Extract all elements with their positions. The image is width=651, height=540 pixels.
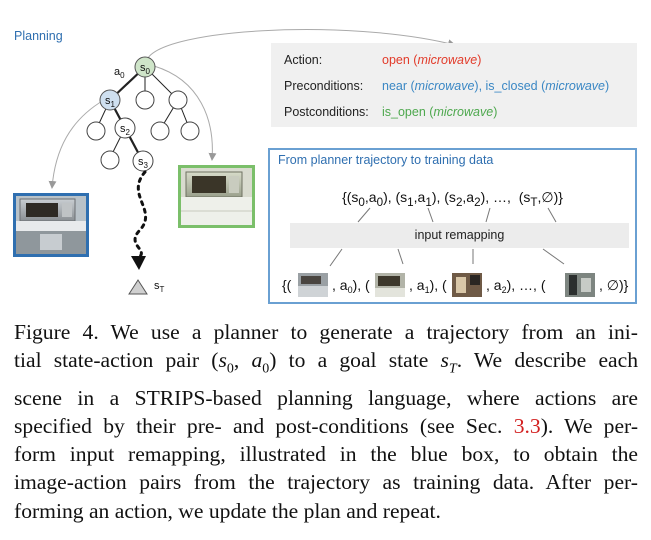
tree-edges [95,66,191,161]
remap-title: From planner trajectory to training data [278,153,494,167]
node [180,121,200,141]
thumb-1 [298,273,328,297]
action-row-value: open (microwave) [382,53,482,67]
goal-triangle-icon [128,279,148,295]
input-remapping-bar: input remapping [290,223,629,248]
scene-image-right [178,165,255,228]
section-ref-link[interactable]: 3.3 [513,413,541,438]
remap-box: From planner trajectory to training data… [268,148,637,304]
node-s3-label: s3 [138,156,149,170]
node-s2 [114,117,136,139]
node [168,90,188,110]
planning-label: Planning [14,29,63,43]
image-action-pairs: {( , a0), ( , a1), ( , a2), …, ( , ∅)} [282,273,629,297]
node-s2-label: s2 [120,123,131,137]
svg-text:{(: {( [282,277,292,293]
preconditions-row-value: near (microwave), is_closed (microwave) [382,79,610,93]
remap-arrows [329,207,565,267]
thumb-4 [565,273,595,297]
svg-text:, ∅)}: , ∅)} [599,277,629,293]
caption-line: forming an action, we update the plan an… [14,498,441,523]
node [86,121,106,141]
trajectory-tuple: {(s0,a0), (s1,a1), (s2,a2), …, (sT,∅)} [342,189,563,209]
arc-to-image-left [48,99,105,189]
node [100,150,120,170]
arc-to-action [145,29,456,64]
caption-line: scene in a STRIPS-based planning languag… [14,385,638,410]
thumb-3 [452,273,482,297]
arc-to-image-right [153,65,217,161]
node-s1-label: s1 [105,95,116,109]
goal-label: sT [154,280,165,294]
svg-text:, a1), (: , a1), ( [409,277,447,295]
svg-text:, a2), …, (: , a2), …, ( [486,277,546,295]
action-row-label: Action: [284,53,323,67]
node [135,90,155,110]
figure-graphic: Planning s0 s1 s2 [13,29,456,295]
caption-line: Figure 4. We use a planner to generate a… [14,320,638,344]
node-s1 [99,89,121,111]
scene-image-left [13,193,89,257]
caption-line: tial state-action pair (s0, a0) to a goa… [14,348,639,377]
figure: Planning s0 s1 s2 [13,29,637,304]
postconditions-row-label: Postconditions: [284,105,369,119]
caption-label: Figure 4. [14,320,99,344]
arrow-head-icon [131,256,146,270]
node-s0-label: s0 [140,62,151,76]
edge-label-a0: a0 [114,66,125,80]
svg-text:, a0), (: , a0), ( [332,277,370,295]
postconditions-row-value: is_open (microwave) [382,105,498,119]
thumb-2 [375,273,405,297]
node-s3 [132,150,154,172]
node [150,121,170,141]
dotted-path [133,170,148,260]
figure-caption: Figure 4. We use a planner to generate a… [14,318,638,525]
action-panel: Action: open (microwave) Preconditions: … [271,43,637,127]
caption-line: image-action pairs from the trajectory a… [14,470,638,495]
node-s0 [134,56,156,78]
caption-line: form input remapping, illustrated in the… [14,442,638,467]
caption-line: specified by their pre- and post-conditi… [14,413,639,438]
preconditions-row-label: Preconditions: [284,79,364,93]
